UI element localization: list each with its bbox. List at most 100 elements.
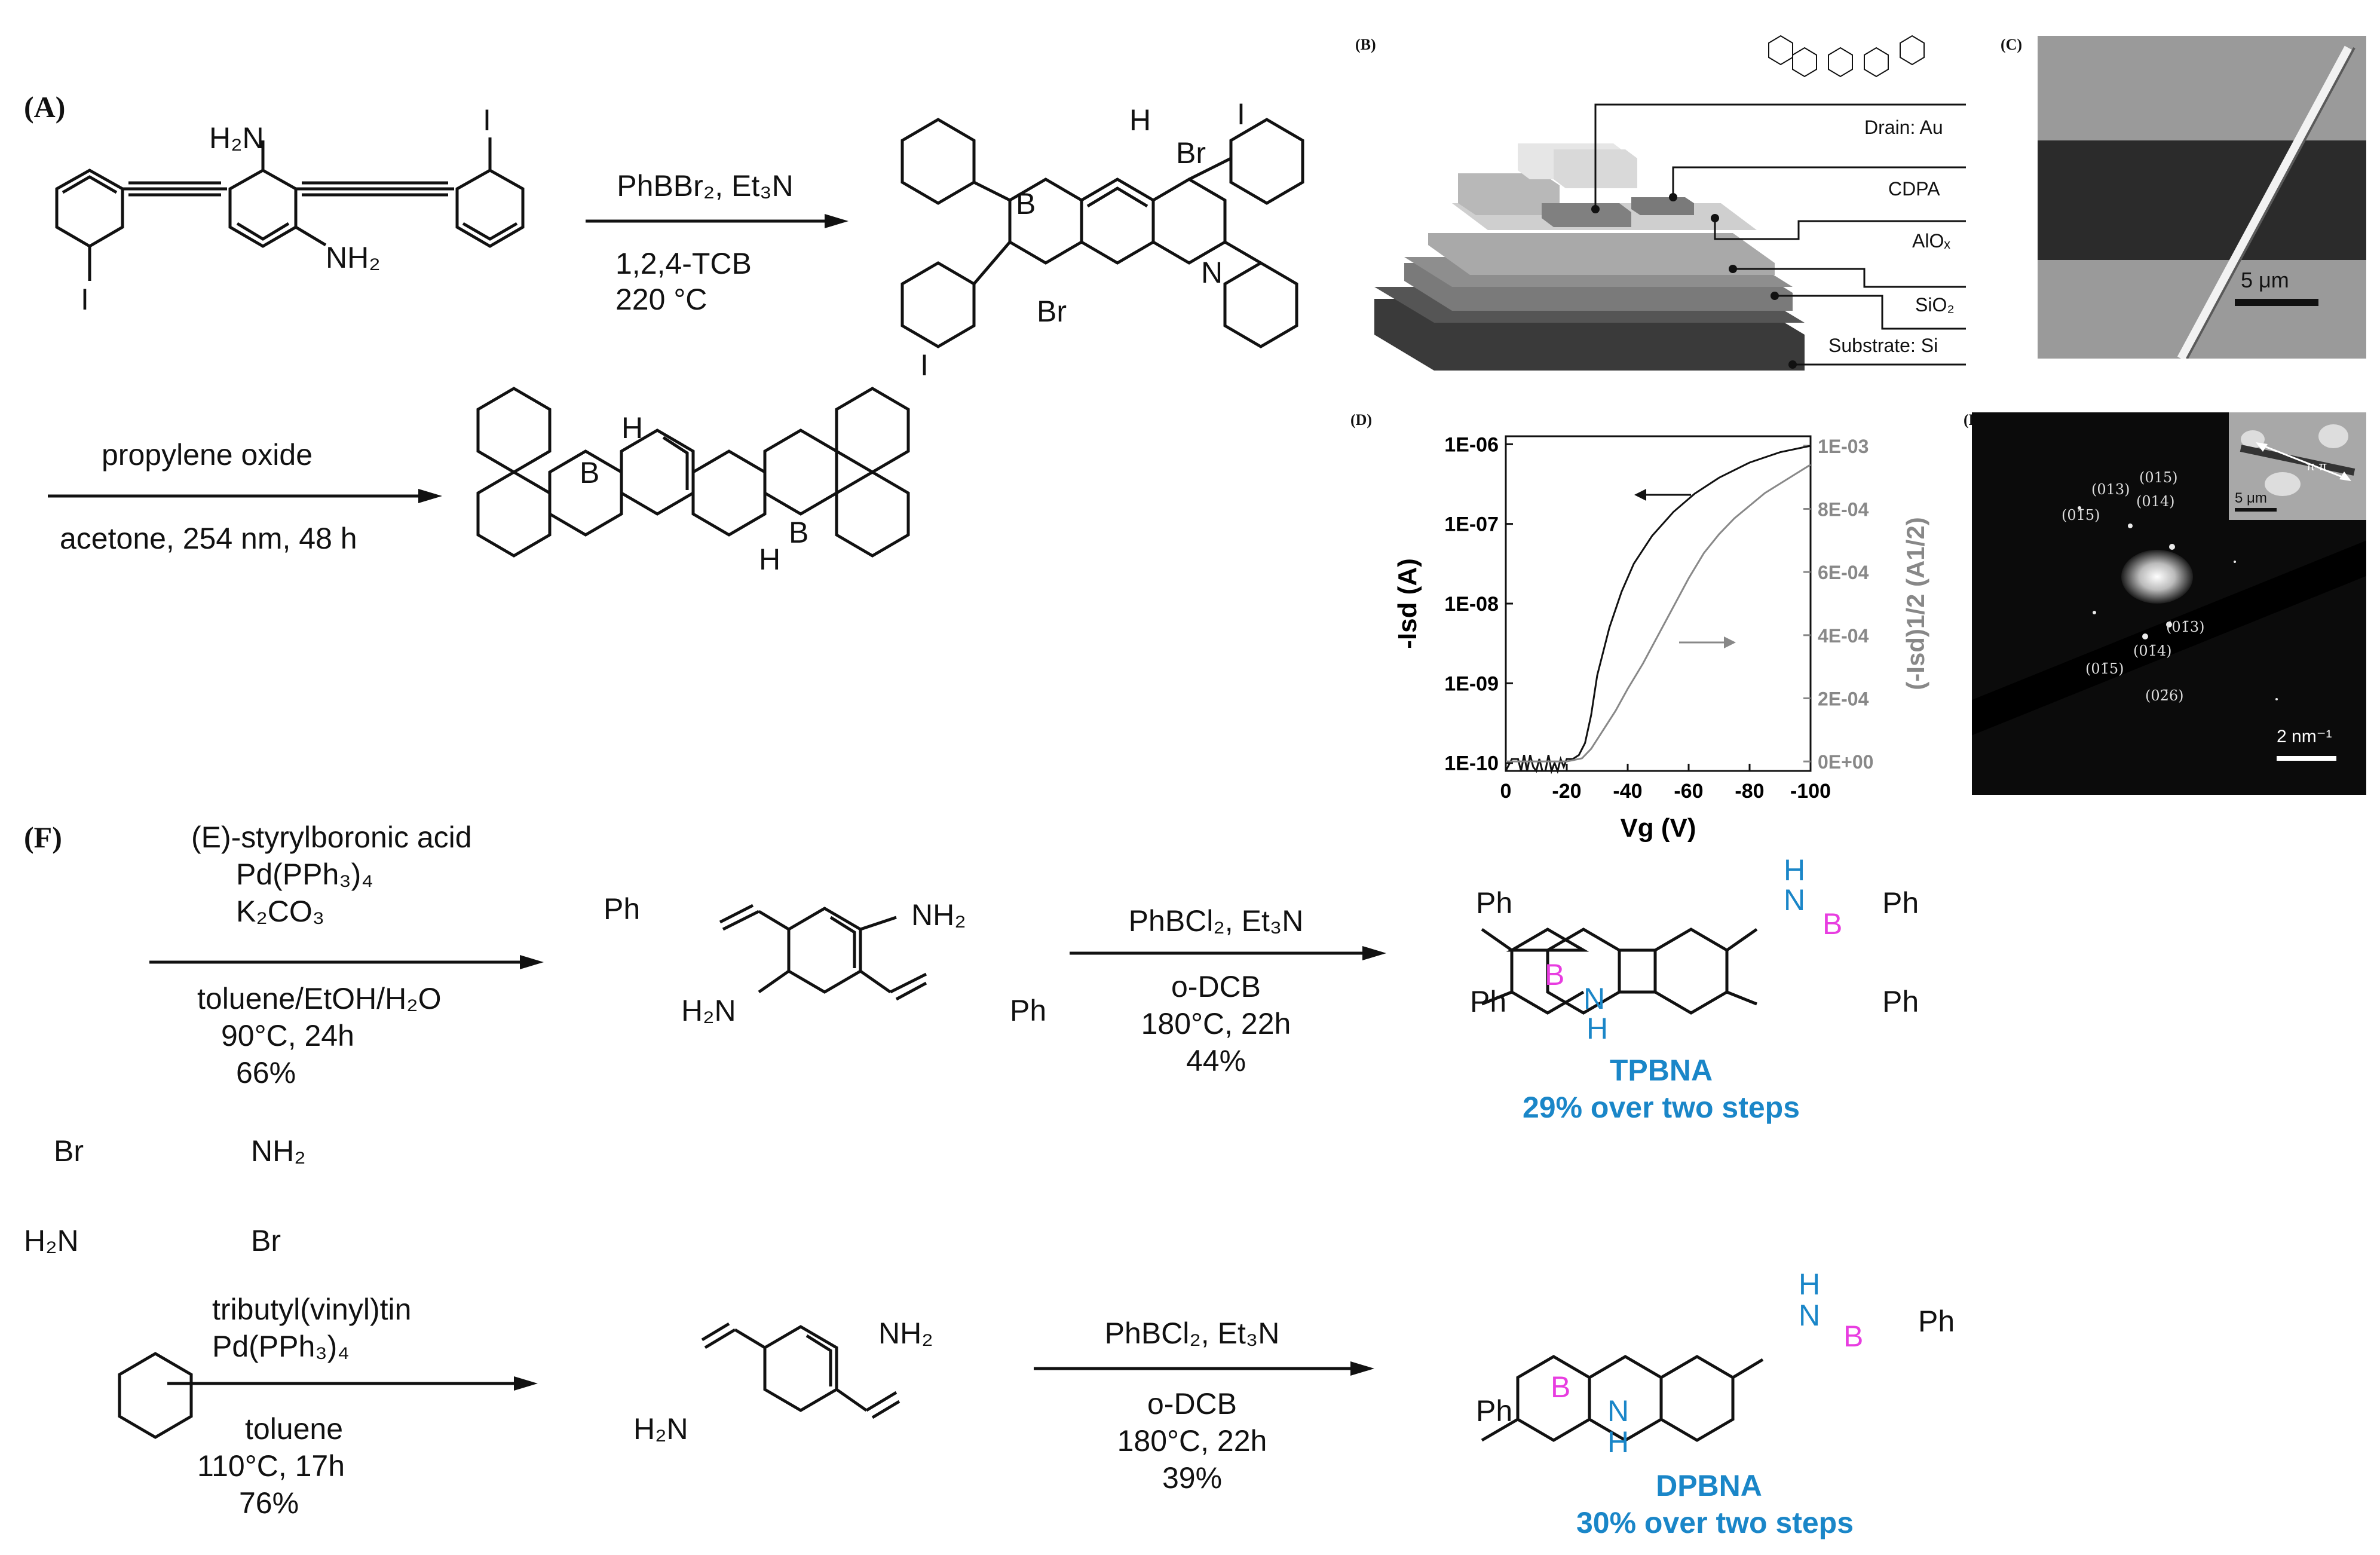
f-route1-reagent-2: Pd(PPh₃)₄ — [236, 858, 373, 891]
panel-label-b: (B) — [1355, 36, 1376, 53]
layer-label-alox: AlOₓ — [1912, 230, 1950, 252]
f-route1-condition-1: toluene/EtOH/H₂O — [197, 982, 442, 1015]
tpbna-nitrogen-right: N — [1784, 883, 1806, 917]
tpbna-boron-left: B — [1545, 958, 1565, 991]
dpbna-yield: 30% over two steps — [1576, 1506, 1854, 1539]
panel-label-a: (A) — [24, 90, 66, 124]
x-tick-label: -60 — [1674, 780, 1703, 803]
layer-label-drain: Drain: Au — [1864, 117, 1943, 138]
panel-a-iodo-top: I — [1237, 97, 1245, 131]
spot-label-013: (013) — [2091, 481, 2130, 498]
x-tick-label: -20 — [1552, 780, 1581, 803]
panel-e-scalebar — [2277, 756, 2336, 761]
panel-f-structures — [118, 904, 1764, 1442]
panel-label-f: (F) — [24, 821, 62, 854]
layer-label-cdpa: CDPA — [1888, 178, 1940, 200]
panel-e-inset: π-π 5 μm — [2229, 412, 2366, 520]
spot-label-015: (015) — [2139, 469, 2178, 486]
panel-label-d: (D) — [1350, 411, 1373, 428]
plot-frame — [1505, 435, 1812, 772]
tpbna-boron-right: B — [1822, 907, 1843, 941]
f-route1-step2-condition-3: 44% — [1186, 1044, 1246, 1078]
f-route1-step2-condition-2: 180°C, 22h — [1141, 1007, 1291, 1040]
f-route2-condition-2: 110°C, 17h — [197, 1449, 345, 1483]
f-start-nh2: NH₂ — [251, 1134, 306, 1168]
tpbna-ph-4: Ph — [1882, 985, 1919, 1018]
dpbna-h-left: H — [1607, 1425, 1629, 1459]
panel-a-structures — [48, 118, 1304, 558]
x-axis-label: Vg (V) — [1620, 813, 1696, 843]
panel-a-amine-top: H₂N — [209, 121, 264, 155]
dpbna-nitrogen-left: N — [1607, 1394, 1629, 1428]
dpbna-boron-right: B — [1843, 1320, 1864, 1353]
series-sqrt-current — [1506, 464, 1811, 763]
panel-a-bromo-bottom: Br — [1037, 295, 1067, 328]
y-right-tick-label: 0E+00 — [1818, 751, 1873, 773]
y-right-tick-label: 8E-04 — [1818, 499, 1869, 521]
panel-a-step1-solvent: 1,2,4-TCB — [615, 247, 752, 280]
panel-a-amine-bottom: NH₂ — [326, 241, 381, 274]
tpbna-yield: 29% over two steps — [1522, 1091, 1800, 1124]
layer-label-sio2: SiO₂ — [1915, 294, 1955, 316]
y-axis-right-label: (-Isd)1/2 (A1/2) — [1901, 517, 1929, 690]
tpbna-h-left: H — [1586, 1012, 1609, 1045]
f-start-br-1: Br — [54, 1134, 84, 1168]
panel-c-scalebar-label: 5 μm — [2241, 268, 2289, 292]
f-route2-step2-condition-2: 180°C, 22h — [1117, 1424, 1267, 1458]
panel-a-prod-h-top: H — [1129, 103, 1151, 137]
panel-b-device-schematic — [1374, 35, 1966, 371]
f-route2-nh2: NH₂ — [878, 1317, 933, 1350]
x-tick-label: 0 — [1500, 780, 1512, 803]
x-tick-label: -100 — [1790, 780, 1831, 803]
f-route1-step2-condition-1: o-DCB — [1171, 970, 1261, 1003]
y-right-tick-label: 1E-03 — [1818, 436, 1869, 457]
f-route1-condition-2: 90°C, 24h — [221, 1019, 354, 1052]
panel-c-scalebar — [2235, 299, 2318, 306]
tpbna-ph-3: Ph — [1882, 886, 1919, 920]
panel-e-diffraction: (01̄5) (013) (015) (014) (01̄3) (01̄4) (… — [1972, 412, 2366, 795]
f-route1-step2-reagent: PhBCl₂, Et₃N — [1128, 904, 1304, 938]
panel-e-inset-scalebar-label: 5 μm — [2235, 490, 2267, 506]
y-left-tick-label: 1E-07 — [1444, 513, 1499, 536]
spot-label-014: (014) — [2136, 493, 2175, 510]
f-route2-condition-1: toluene — [245, 1412, 344, 1446]
panel-a-final-h-top: H — [621, 411, 644, 445]
panel-a-step2-conditions: acetone, 254 nm, 48 h — [60, 522, 357, 555]
layer-label-substrate: Substrate: Si — [1828, 335, 1938, 356]
tpbna-name: TPBNA — [1609, 1054, 1713, 1087]
f-route1-ph-left: Ph — [604, 892, 641, 926]
spot-label-01-3: (01̄3) — [2166, 619, 2205, 635]
dpbna-ph-right: Ph — [1918, 1305, 1955, 1338]
spot-label-02-6: (02̄6) — [2145, 687, 2184, 704]
spot-label-01-5-top: (01̄5) — [2062, 507, 2100, 524]
tpbna-ph-1: Ph — [1476, 886, 1513, 920]
y-right-tick-label: 4E-04 — [1818, 625, 1869, 647]
panel-a-iodo-left: I — [81, 283, 89, 316]
f-route1-reagent-1: (E)-styrylboronic acid — [191, 821, 472, 854]
f-route2-reagent-2: Pd(PPh₃)₄ — [212, 1330, 350, 1363]
y-axis-left-label: -Isd (A) — [1393, 558, 1422, 649]
f-start-br-2: Br — [251, 1224, 281, 1257]
y-left-tick-label: 1E-09 — [1444, 672, 1499, 695]
series-log-current — [1505, 445, 1811, 775]
y-right-tick-label: 2E-04 — [1818, 688, 1869, 709]
dpbna-h-right: H — [1799, 1268, 1821, 1301]
f-route2-step2-condition-3: 39% — [1162, 1461, 1223, 1495]
panel-a-step1-reagent: PhBBr₂, Et₃N — [617, 169, 794, 203]
tpbna-h-right: H — [1784, 853, 1806, 887]
panel-a-final-h-bottom: H — [759, 543, 781, 576]
f-route1-ph-right: Ph — [1010, 994, 1047, 1027]
f-route2-h2n: H₂N — [633, 1412, 688, 1446]
panel-a-iodo-right: I — [483, 103, 491, 137]
panel-e-inset-label: π-π — [2307, 460, 2327, 473]
f-route2-condition-3: 76% — [239, 1486, 299, 1520]
x-tick-label: -40 — [1613, 780, 1642, 803]
y-left-tick-label: 1E-06 — [1444, 433, 1499, 456]
panel-a-step2-reagent: propylene oxide — [102, 438, 313, 472]
panel-a-final-b-left: B — [580, 456, 600, 489]
panel-a-bromo-top: Br — [1176, 136, 1206, 170]
panel-e-inset-scalebar — [2235, 508, 2277, 512]
spot-label-01-5-bottom: (01̄5) — [2085, 660, 2124, 677]
tpbna-ph-2: Ph — [1470, 985, 1507, 1018]
dpbna-ph-left: Ph — [1476, 1394, 1513, 1428]
